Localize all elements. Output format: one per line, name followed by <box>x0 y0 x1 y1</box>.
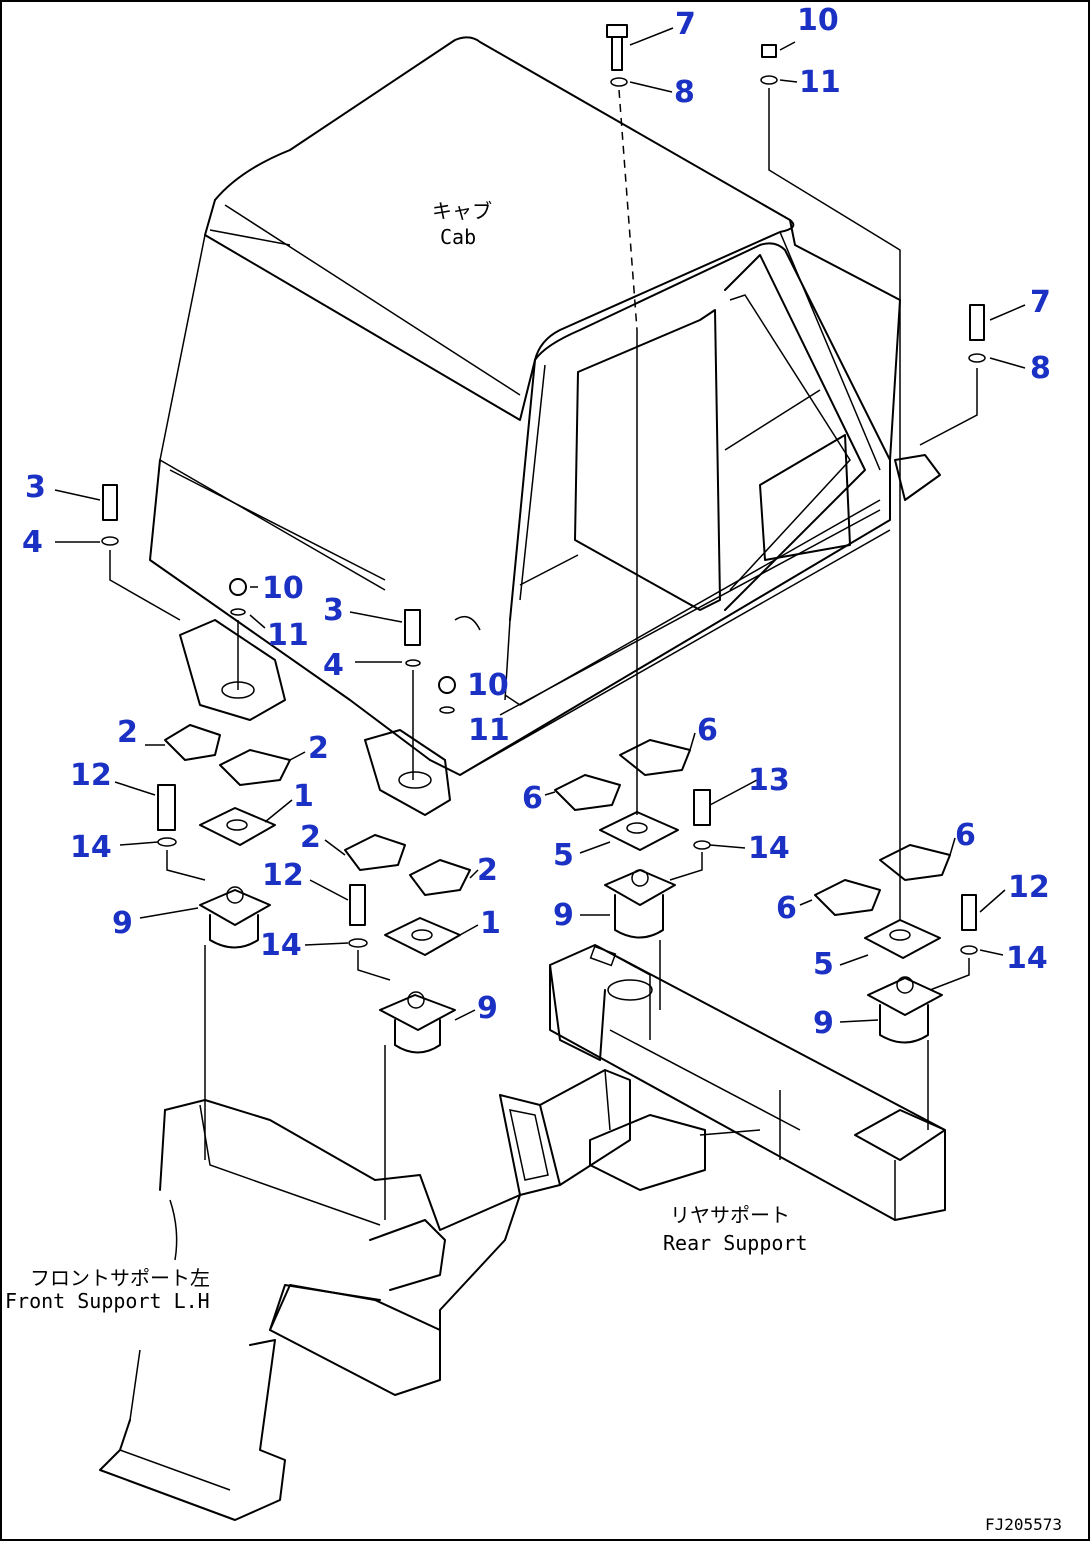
callout-4-mid: 4 <box>323 648 344 683</box>
rear-support-label-jp: リヤサポート <box>670 1203 790 1227</box>
front-support-label-en: Front Support L.H <box>5 1289 210 1313</box>
hardware <box>101 24 986 1220</box>
callout-11-top: 11 <box>799 65 841 100</box>
callout-12-right: 12 <box>1008 870 1050 905</box>
callout-14-rc: 14 <box>748 831 790 866</box>
callout-2-a: 2 <box>117 715 138 750</box>
callout-10-top: 10 <box>797 3 839 38</box>
drawing-code: FJ205573 <box>985 1515 1062 1534</box>
callout-8-right: 8 <box>1030 351 1051 386</box>
component-labels: キャブ Cab フロントサポート左 Front Support L.H リヤサポ… <box>5 199 1062 1534</box>
callout-6-c: 6 <box>955 818 976 853</box>
callout-7-right: 7 <box>1030 285 1051 320</box>
callout-11-mid: 11 <box>267 618 309 653</box>
callout-4-left: 4 <box>22 525 43 560</box>
callout-10-mid: 10 <box>262 571 304 606</box>
front-support-label-jp: フロントサポート左 <box>30 1266 210 1290</box>
callout-9-mid: 9 <box>477 991 498 1026</box>
callout-9-right: 9 <box>813 1006 834 1041</box>
leader-lines <box>54 27 1026 1023</box>
callout-1-left: 1 <box>293 779 314 814</box>
callout-9-rc: 9 <box>553 898 574 933</box>
callout-3-left: 3 <box>25 470 46 505</box>
callout-2-c: 2 <box>300 820 321 855</box>
callout-1-mid: 1 <box>480 906 501 941</box>
callout-11-right: 11 <box>468 713 510 748</box>
cab-body <box>149 36 941 816</box>
callout-8-top: 8 <box>674 75 695 110</box>
callout-3-mid: 3 <box>323 593 344 628</box>
callout-5-b: 5 <box>813 947 834 982</box>
callout-6-b: 6 <box>522 781 543 816</box>
part-callouts: 7 8 10 11 7 8 3 4 10 11 3 4 10 11 2 2 12… <box>22 3 1051 1041</box>
callout-14-right: 14 <box>1006 941 1048 976</box>
rear-support-frame <box>499 944 946 1221</box>
callout-5-a: 5 <box>553 838 574 873</box>
callout-2-b: 2 <box>308 731 329 766</box>
callout-14-left: 14 <box>70 830 112 865</box>
callout-14-mid: 14 <box>260 928 302 963</box>
callout-2-d: 2 <box>477 853 498 888</box>
callout-7-top: 7 <box>675 7 696 42</box>
rear-support-label-en: Rear Support <box>663 1231 808 1255</box>
cab-label-en: Cab <box>440 225 476 249</box>
callout-6-d: 6 <box>776 891 797 926</box>
cab-label-jp: キャブ <box>432 199 492 223</box>
callout-9-left: 9 <box>112 906 133 941</box>
callout-12-mid: 12 <box>262 858 304 893</box>
callout-10-right: 10 <box>467 668 509 703</box>
callout-13: 13 <box>748 763 790 798</box>
callout-6-a: 6 <box>697 713 718 748</box>
callout-12-left: 12 <box>70 758 112 793</box>
front-support-frame <box>99 1099 521 1521</box>
